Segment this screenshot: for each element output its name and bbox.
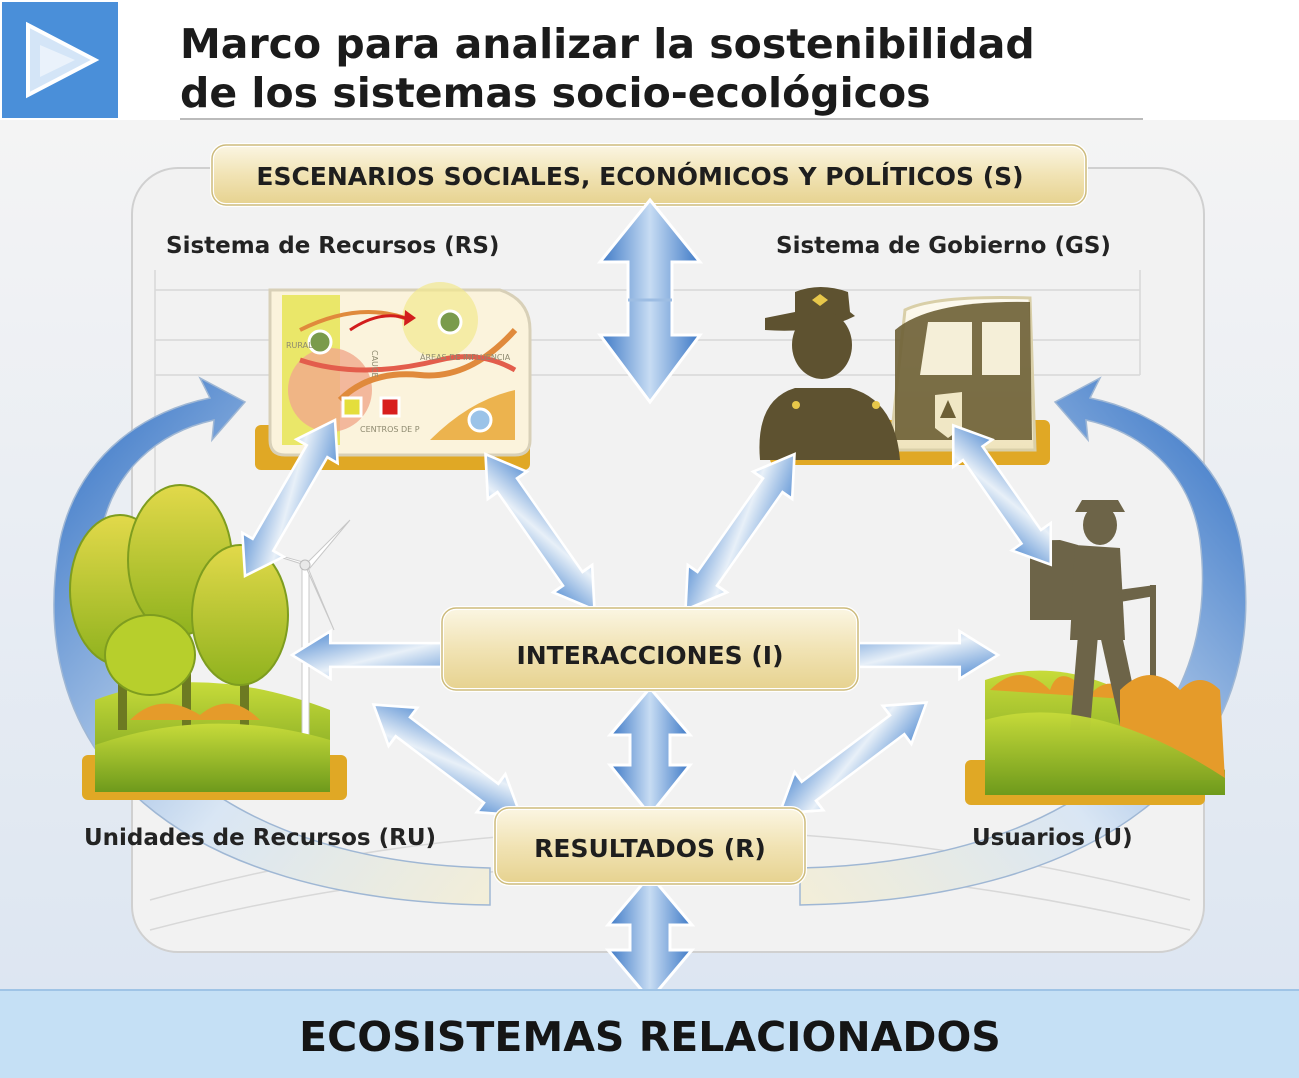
resource-system-label: Sistema de Recursos (RS) — [166, 233, 499, 259]
play-icon — [26, 21, 100, 99]
resource-units-label: Unidades de Recursos (RU) — [84, 825, 436, 851]
users-label: Usuarios (U) — [972, 825, 1133, 851]
arrow-users-outcomes — [777, 701, 929, 815]
map-label-rural: RURAL — [286, 341, 313, 350]
header-bar — [0, 0, 1299, 120]
outcomes-box: RESULTADOS (R) — [493, 806, 807, 886]
arrow-ru-outcomes — [371, 703, 523, 817]
hiker-icon — [1030, 500, 1156, 745]
interactions-box: INTERACCIONES (I) — [440, 606, 860, 692]
outcomes-label: RESULTADOS (R) — [534, 834, 766, 863]
governance-system-label: Sistema de Gobierno (GS) — [776, 233, 1111, 259]
tree-icon — [69, 484, 289, 730]
resource-system-map: RURAL ÁREAS DE INFLUENCIA CENTROS DE P C… — [255, 282, 532, 470]
settings-box: ESCENARIOS SOCIALES, ECONÓMICOS Y POLÍTI… — [210, 143, 1088, 207]
map-label-centros: CENTROS DE P — [360, 425, 420, 434]
arrow-rs-ru — [240, 418, 340, 578]
title-line-2: de los sistemas socio-ecológicos — [180, 69, 931, 117]
map-label-areas: ÁREAS DE INFLUENCIA — [420, 351, 511, 362]
interactions-label: INTERACCIONES (I) — [516, 641, 783, 670]
arrow-gs-users — [951, 423, 1053, 567]
arrow-rs-interactions — [484, 452, 596, 612]
arrow-gs-interactions — [684, 452, 796, 612]
truck-icon — [895, 301, 1032, 440]
ecosystems-band — [0, 990, 1299, 1078]
users-illustration — [965, 500, 1225, 805]
map-label-cauce: CAUCE — [370, 350, 379, 378]
governance-system-illustration — [759, 287, 1050, 465]
ecosystems-label: ECOSISTEMAS RELACIONADOS — [299, 1013, 1001, 1061]
title-line-1: Marco para analizar la sostenibilidad — [180, 20, 1035, 68]
settings-label: ESCENARIOS SOCIALES, ECONÓMICOS Y POLÍTI… — [256, 161, 1023, 191]
